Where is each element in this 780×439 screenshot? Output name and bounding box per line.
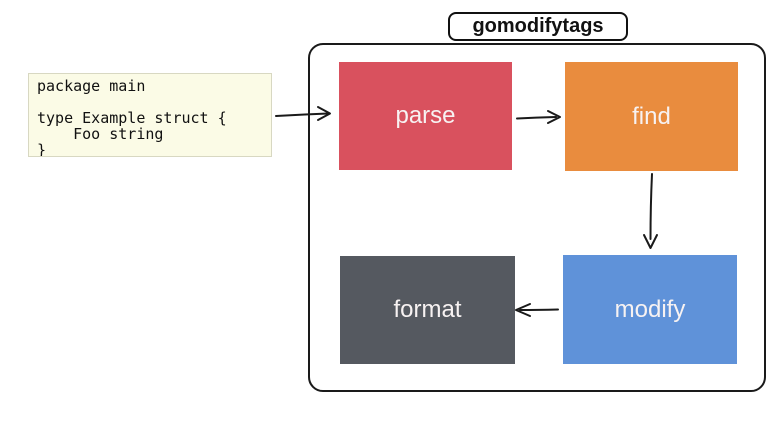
arrow-find-to-modify — [643, 173, 658, 249]
node-format: format — [340, 256, 515, 364]
arrow-parse-to-find — [516, 110, 561, 124]
arrow-code-to-parse — [275, 106, 331, 121]
arrow-modify-to-format — [515, 303, 559, 317]
node-find: find — [565, 62, 738, 171]
node-parse: parse — [339, 62, 512, 170]
node-modify: modify — [563, 255, 737, 364]
node-modify-label: modify — [614, 295, 686, 323]
diagram-title: gomodifytags — [448, 12, 628, 41]
node-find-label: find — [632, 102, 671, 130]
node-parse-label: parse — [395, 102, 456, 129]
node-format-label: format — [393, 296, 462, 323]
code-snippet: package main type Example struct { Foo s… — [28, 73, 272, 157]
